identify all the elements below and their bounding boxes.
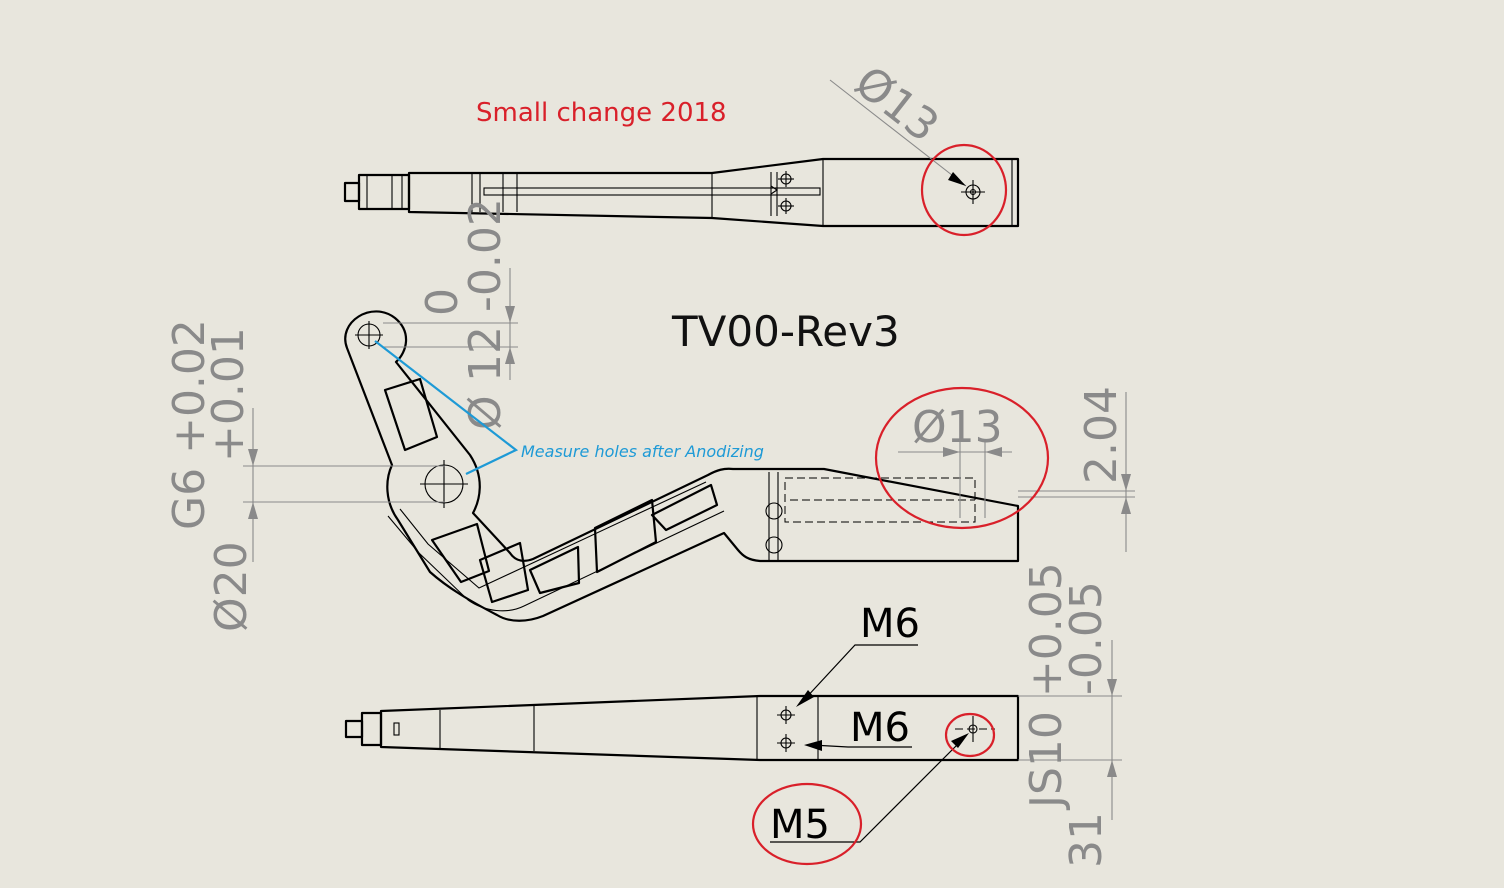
- left-dia-text: Ø20: [206, 541, 257, 632]
- pivot-upper-text: 0: [417, 288, 468, 316]
- note-small-change: Small change 2018: [476, 98, 727, 128]
- measure-note-markup: Measure holes after Anodizing: [374, 340, 764, 475]
- thread-m6-top-text: M6: [860, 601, 920, 647]
- m5-hole-highlight-circle: [944, 712, 996, 758]
- right-offset-text: 2.04: [1076, 386, 1127, 484]
- right-hole-dimension: Ø13 2.04: [898, 386, 1135, 552]
- width-tol-lower-text: -0.05: [1061, 581, 1112, 695]
- part-name: TV00-Rev3: [671, 307, 900, 356]
- pivot-lower-text: 12 -0.02: [460, 198, 511, 382]
- thread-callouts: M6 M6 M5: [770, 601, 969, 848]
- width-value-text: 31: [1061, 812, 1112, 868]
- m5-label-highlight-circle: [751, 782, 863, 866]
- left-tol2-text: +0.01: [203, 327, 254, 462]
- top-hole-dia-text: Ø13: [845, 56, 948, 152]
- bottom-view: [344, 694, 1020, 762]
- thread-m6-mid-text: M6: [850, 705, 910, 751]
- thread-m5-text: M5: [770, 802, 830, 848]
- right-hole-dia-text: Ø13: [912, 402, 1003, 453]
- measure-note-text: Measure holes after Anodizing: [521, 442, 764, 461]
- width-dimension: JS10 +0.05 -0.05 31: [1018, 562, 1122, 868]
- side-view: [344, 310, 1020, 622]
- top-view: [343, 157, 1020, 228]
- right-hole-highlight-circle: [874, 386, 1050, 530]
- width-tol-text: JS10 +0.05: [1021, 562, 1072, 811]
- top-hole-dimension: Ø13: [829, 56, 967, 187]
- left-hole-dimension: G6 +0.02 +0.01 Ø20: [164, 319, 445, 632]
- top-hole-highlight-circle: [920, 143, 1008, 237]
- left-upper-text: G6 +0.02: [164, 319, 215, 530]
- pivot-dimension: 0 12 -0.02 Ø: [383, 198, 518, 430]
